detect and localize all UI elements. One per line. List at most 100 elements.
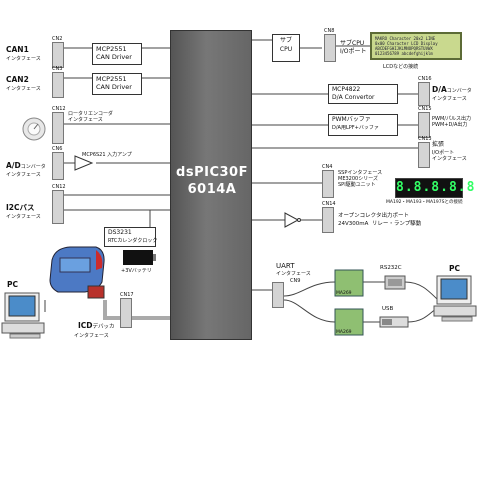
icd-sub: インタフェース	[74, 333, 109, 339]
can2-chip: MCP2551	[96, 75, 127, 83]
cn13-connector	[418, 142, 430, 168]
cn17-label: CN17	[120, 292, 134, 298]
cn3-label: CN3	[52, 66, 63, 72]
uart-sub: インタフェース	[276, 271, 311, 277]
ad-sub: インタフェース	[6, 172, 41, 178]
cn6-connector	[52, 152, 64, 180]
rs232c-label: RS232C	[380, 265, 402, 271]
oc-label: オープンコレクタ出力ポート 24V300mA リレー・ランプ駆動	[338, 213, 422, 227]
cn6-label: CN6	[52, 146, 63, 152]
cn12-rotary-connector	[52, 112, 64, 144]
cn2-connector	[52, 42, 64, 68]
icd-title: ICDデバッカ	[78, 322, 115, 331]
da-title: D/Aコンバータ	[432, 86, 472, 95]
da-chip: MCP4822	[332, 86, 361, 93]
cpu-title-line2: 6014A	[187, 182, 237, 197]
cn12-i2c-connector	[52, 190, 64, 224]
cn12-rotary-label: CN12	[52, 106, 66, 112]
lcd-line-1: MAKRO Character 20x2 LINE	[375, 36, 436, 41]
buffer-triangle	[284, 212, 300, 228]
segments-caption: MA192・MA193・MA197Sとの接続	[386, 200, 463, 205]
rs232c-connector-icon	[384, 275, 406, 290]
cpu-title-line1: dsPIC30F	[176, 165, 248, 180]
can2-driver: CAN Driver	[96, 83, 132, 91]
rtc-chip: DS3231	[108, 229, 132, 236]
da-title-main: D/A	[432, 85, 447, 94]
cn8-connector	[324, 34, 336, 62]
ma269-module-icon	[334, 269, 364, 336]
can1-driver: CAN Driver	[96, 53, 132, 61]
pwm-box: PWMバッファ D/A用LPF+バッファ	[328, 114, 398, 136]
cn9-label: CN9	[290, 278, 301, 284]
lcd-line-2: 0x00 Character LCD Display	[375, 41, 438, 46]
pc-right-label: PC	[449, 264, 461, 273]
pwm-box-line2: D/A用LPF+バッファ	[332, 125, 379, 131]
da-sub: D/A Convertor	[332, 94, 375, 101]
ssp-label: SSPインタフェース ME3200シリーズ SPI駆動ユニット	[338, 170, 383, 188]
seven-segment-display: 8.8.8.8.8	[395, 178, 474, 198]
sub-cpu-port-label: サブCPU I/Oポート	[340, 40, 367, 55]
rotary-encoder-icon	[22, 117, 46, 141]
can2-sub: インタフェース	[6, 86, 41, 92]
ad-title-main: A/D	[6, 161, 21, 170]
cn14-connector	[322, 207, 334, 233]
pc-left-label: PC	[7, 280, 19, 289]
cn16-label: CN16	[418, 76, 432, 82]
rotary-label: ロータリエンコーダ インタフェース	[68, 111, 114, 123]
battery-label: +3Vバッテリ	[121, 268, 152, 274]
lcd-line-3: ABCDEFGHIJKLMNOPQRSTUVWX	[375, 46, 433, 51]
lcd-display: MAKRO Character 20x2 LINE 0x00 Character…	[370, 32, 462, 60]
icd-debugger-icon	[49, 246, 105, 299]
icd-title-suffix: デバッカ	[92, 324, 115, 330]
cn15-label: CN15	[418, 106, 432, 112]
battery-icon	[123, 250, 156, 265]
ext-title: 拡張	[432, 141, 445, 148]
ma269-label-2: MA269	[336, 330, 352, 335]
ad-amp-label: MCP6S21 入力アンプ	[82, 152, 132, 158]
can1-sub: インタフェース	[6, 56, 41, 62]
cn13-label: CN13	[418, 136, 432, 142]
rtc-label: RTCカレンダクロック	[108, 238, 158, 244]
uart-title: UART	[276, 262, 295, 270]
usb-label: USB	[382, 306, 394, 312]
ad-title-suffix: コンバータ	[20, 164, 46, 170]
sub-cpu-box: サブ CPU	[272, 34, 300, 62]
da-title-sub: インタフェース	[432, 96, 467, 102]
i2c-title: I2Cバス	[6, 203, 35, 212]
cpu-block: dsPIC30F 6014A	[170, 30, 252, 340]
cn15-connector	[418, 112, 430, 138]
cn4-label: CN4	[322, 164, 333, 170]
ext-label: I/Oポート インタフェース	[432, 150, 467, 162]
cn3-connector	[52, 72, 64, 98]
cn17-connector	[120, 298, 132, 328]
cn14-label: CN14	[322, 201, 336, 207]
pc-right-icon	[433, 275, 477, 322]
icd-title-main: ICD	[78, 321, 93, 330]
lcd-caption: LCDなどの接続	[383, 64, 419, 70]
can1-chip: MCP2551	[96, 45, 127, 53]
cn8-label: CN8	[324, 28, 335, 34]
ma269-label-1: MA269	[336, 291, 352, 296]
pwm-label: PWM/パルス出力 PWM+D/A出力	[432, 116, 471, 128]
amp-triangle	[74, 155, 94, 171]
cn9-connector	[272, 282, 284, 308]
ad-title: A/Dコンバータ	[6, 162, 46, 171]
cn12-i2c-label: CN12	[52, 184, 66, 190]
can2-title: CAN2	[6, 75, 29, 84]
i2c-sub: インタフェース	[6, 214, 41, 220]
cn4-connector	[322, 170, 334, 198]
can1-title: CAN1	[6, 45, 29, 54]
pwm-box-line1: PWMバッファ	[332, 116, 371, 123]
cn2-label: CN2	[52, 36, 63, 42]
da-title-suffix: コンバータ	[446, 88, 472, 94]
lcd-line-4: 0123456789 abcdefghijklm	[375, 51, 433, 56]
usb-connector-icon	[379, 316, 409, 328]
cn16-connector	[418, 82, 430, 106]
pc-left-icon	[1, 292, 45, 339]
